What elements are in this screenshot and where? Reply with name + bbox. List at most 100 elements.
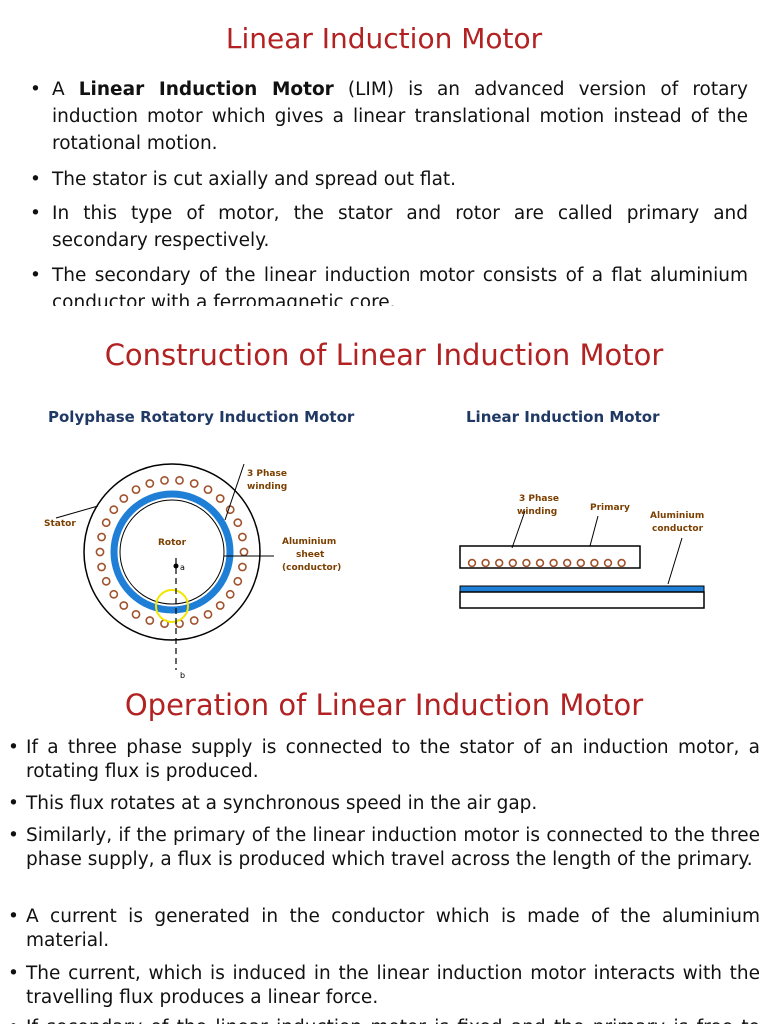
label-3phase-1: 3 Phase — [247, 469, 287, 479]
right-diagram-heading: Linear Induction Motor — [466, 408, 660, 426]
lim-label-alum-2: conductor — [652, 524, 704, 534]
coil-slot — [95, 547, 105, 557]
slide3-bullet-2: • This flux rotates at a synchronous spe… — [8, 792, 760, 816]
slide2-title: Construction of Linear Induction Motor — [104, 338, 664, 372]
linear-coil-slot — [495, 558, 504, 568]
coil-slot — [233, 576, 243, 586]
coil-slot — [131, 609, 141, 619]
coil-slot — [189, 479, 199, 488]
bullet-text: If a three phase supply is connected to … — [26, 737, 760, 782]
coil-slot — [189, 616, 199, 625]
rotor-ring — [110, 490, 234, 614]
coil-slot — [119, 601, 129, 610]
bullet-dot: • — [8, 963, 19, 984]
coil-slot — [101, 518, 111, 528]
label-stator: Stator — [44, 519, 76, 529]
coil-slot — [97, 562, 106, 572]
coil-slot — [145, 479, 155, 488]
coil-slot — [175, 476, 184, 485]
linear-coil-slot — [535, 558, 545, 568]
lim-label-alum-1: Aluminium — [650, 511, 704, 521]
coil-slot — [215, 601, 225, 610]
coil-slot — [237, 532, 247, 542]
winding-coils — [95, 476, 249, 628]
coil-slot — [203, 609, 213, 619]
slide3-bullet-5: • The current, which is induced in the l… — [8, 962, 760, 1010]
linear-motor-diagram: 3 Phase winding Primary Aluminium conduc… — [459, 494, 705, 609]
stator-outer-ring — [83, 463, 261, 641]
coil-slot — [233, 518, 243, 528]
lim-label-3phase-1: 3 Phase — [519, 494, 559, 504]
slide1-bullet-4: • The secondary of the linear induction … — [30, 262, 748, 306]
bullet-text: The stator is cut axially and spread out… — [52, 169, 457, 190]
winding-leader — [224, 463, 245, 521]
bullet-dot: • — [8, 737, 19, 758]
coil-slot — [239, 547, 249, 557]
linear-coil-slot — [508, 558, 517, 568]
linear-coil-slot — [617, 558, 626, 568]
coil-slot — [101, 576, 111, 586]
slide-linear-induction-motor: Linear Induction Motor • A Linear Induct… — [0, 0, 768, 306]
coil-slot — [109, 589, 119, 599]
left-diagram-heading: Polyphase Rotatory Induction Motor — [48, 408, 355, 426]
linear-winding-coils — [467, 558, 626, 568]
coil-slot — [145, 616, 155, 625]
bullet-pre: A — [52, 79, 79, 100]
coil-slot — [225, 589, 235, 599]
conductor-leader — [667, 537, 683, 585]
slide-construction: Construction of Linear Induction Motor P… — [0, 306, 768, 690]
label-3phase-2: winding — [247, 482, 287, 492]
coil-slot — [215, 494, 225, 503]
bullet-text: Similarly, if the primary of the linear … — [26, 825, 760, 870]
bullet-text: The secondary of the linear induction mo… — [52, 265, 748, 306]
bullet-text: A current is generated in the conductor … — [26, 906, 760, 951]
bullet-text: This flux rotates at a synchronous speed… — [26, 793, 538, 814]
linear-coil-slot — [522, 558, 531, 568]
bullet-dot: • — [8, 906, 19, 927]
slide1-bullet-1: • A Linear Induction Motor (LIM) is an a… — [30, 76, 748, 157]
bullet-text: The current, which is induced in the lin… — [26, 963, 760, 1008]
bullet-dot: • — [30, 203, 41, 224]
rotor-inner-line — [119, 499, 225, 605]
aluminium-conductor — [459, 585, 705, 593]
label-alum-3: (conductor) — [282, 563, 341, 573]
bullet-dot: • — [30, 265, 41, 286]
coil-slot — [109, 505, 119, 515]
stator-leader — [55, 505, 99, 519]
label-alum-1: Aluminium — [282, 537, 336, 547]
coil-slot — [237, 562, 247, 572]
slide3-bullet-6: • If secondary of the linear induction m… — [8, 1016, 760, 1024]
bullet-text: If secondary of the linear induction mot… — [26, 1016, 760, 1024]
bullet-bold-term: Linear Induction Motor — [78, 79, 334, 100]
slide-operation: Operation of Linear Induction Motor • If… — [0, 680, 768, 1024]
coil-slot — [131, 485, 141, 494]
slide1-bullet-2: • The stator is cut axially and spread o… — [30, 166, 748, 193]
bullet-text: In this type of motor, the stator and ro… — [52, 203, 748, 251]
slide3-bullet-3: • Similarly, if the primary of the linea… — [8, 824, 760, 872]
linear-coil-slot — [562, 558, 572, 568]
bullet-dot: • — [8, 1016, 19, 1024]
linear-coil-slot — [549, 558, 558, 568]
linear-coil-slot — [603, 558, 613, 568]
bullet-dot: • — [8, 825, 19, 846]
linear-coil-slot — [576, 558, 585, 568]
slide3-title: Operation of Linear Induction Motor — [124, 688, 644, 722]
coil-slot — [160, 476, 169, 485]
linear-coil-slot — [467, 558, 477, 568]
label-rotor: Rotor — [158, 538, 187, 548]
slide3-bullet-4: • A current is generated in the conducto… — [8, 905, 760, 953]
bullet-dot: • — [8, 793, 19, 814]
slide3-bullet-1: • If a three phase supply is connected t… — [8, 736, 760, 784]
slide1-bullet-3: • In this type of motor, the stator and … — [30, 200, 748, 254]
label-a: a — [180, 563, 185, 572]
point-a — [173, 563, 179, 569]
highlight-circle — [155, 589, 189, 623]
coil-slot — [203, 485, 213, 494]
slide1-title: Linear Induction Motor — [225, 22, 543, 55]
construction-diagram: Stator Rotor a b 3 Phase winding Alumini… — [44, 463, 705, 680]
label-b: b — [180, 671, 185, 680]
coil-slot — [119, 494, 129, 503]
rotary-motor-diagram: Stator Rotor a b 3 Phase winding Alumini… — [44, 463, 341, 680]
lim-winding-leader — [511, 510, 526, 549]
bullet-post: (LIM) is an advanced version of rotary i… — [52, 79, 748, 154]
